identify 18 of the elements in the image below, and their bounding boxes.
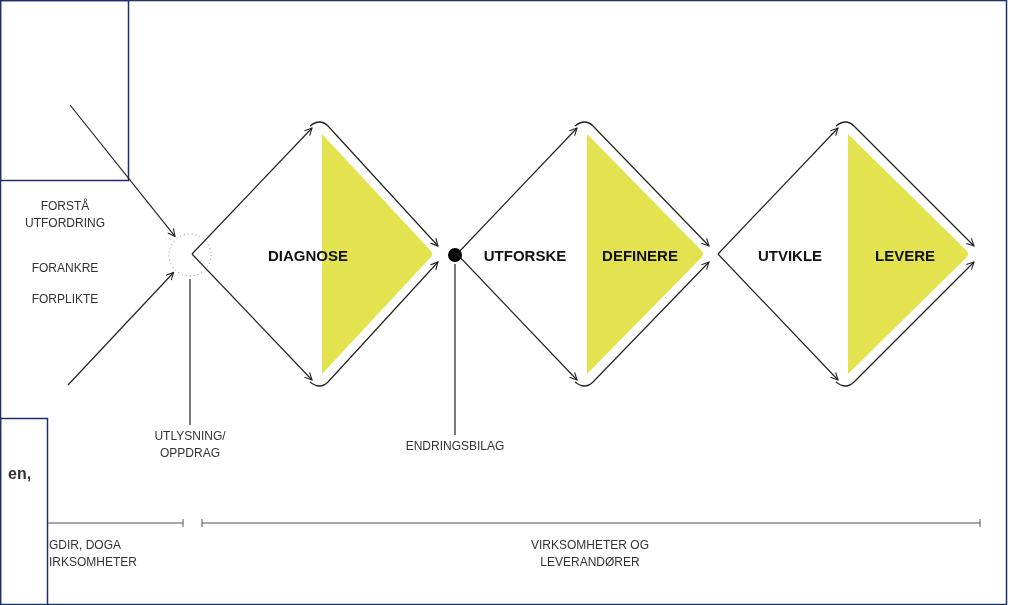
milestone-label: UTLYSNING/ OPPDRAG [140,428,240,464]
phase-label: LEVERE [875,246,935,264]
leader-line [454,263,456,436]
stage-label: FORSTÅ UTFORDRING [24,198,106,232]
text-fragment: en, [8,465,33,482]
leader-line [189,278,191,426]
arrow [67,271,175,386]
dotted-circle [168,233,212,277]
arrow [69,104,176,237]
stage-label: VIRKSOMHETER OG LEVERANDØRER [530,537,650,571]
phase-label: UTFORSKE [483,246,567,264]
phase-label: UTVIKLE [757,246,823,264]
milestone-label: ENDRINGSBILAG [395,438,515,458]
stage-label: FORANKRE [30,260,100,277]
phase-label: DEFINERE [602,246,678,264]
stage-label: FORPLIKTE [30,291,100,308]
stage-label: GDIR, DOGA IRKSOMHETER [49,537,138,571]
milestone-dot [448,248,462,262]
